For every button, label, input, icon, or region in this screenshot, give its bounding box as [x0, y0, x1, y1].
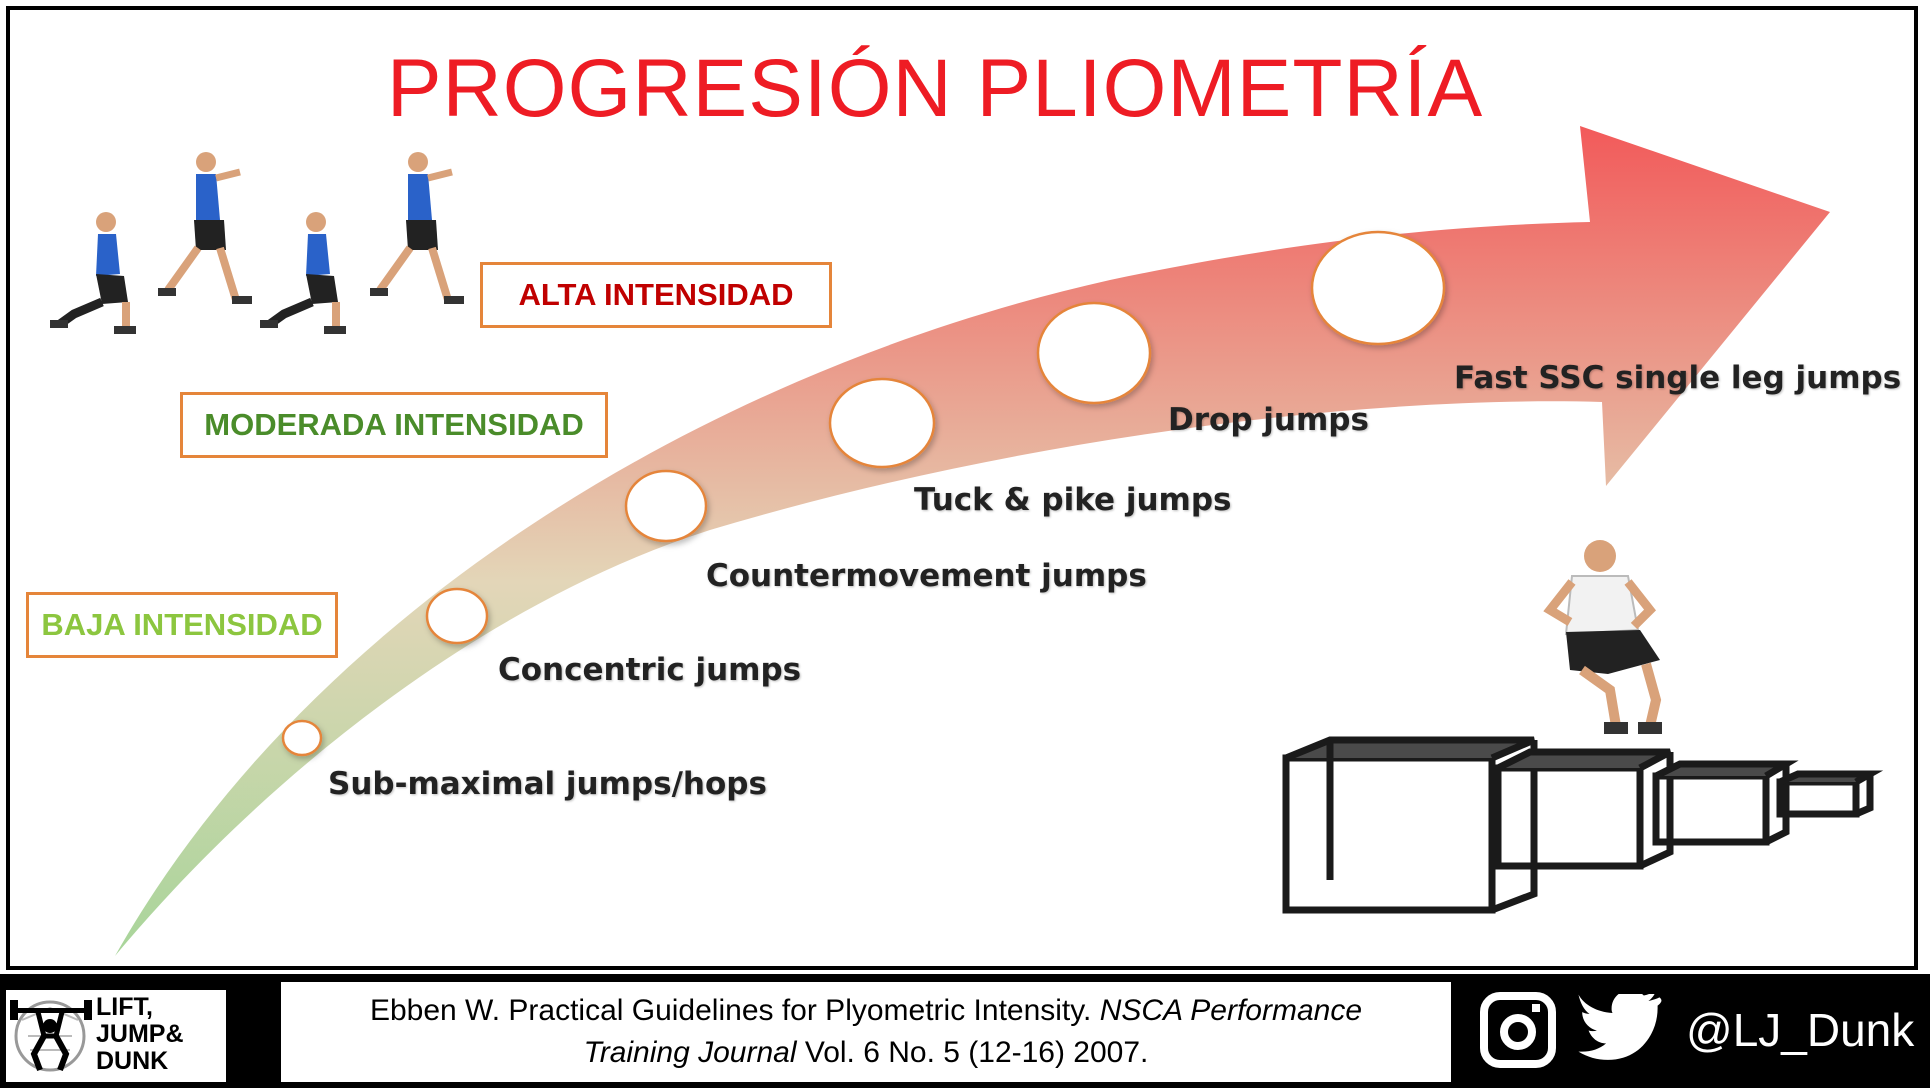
citation: Ebben W. Practical Guidelines for Plyome… [281, 982, 1451, 1082]
stage-circle-2 [425, 587, 489, 645]
moderate-intensity-label: MODERADA INTENSIDAD [204, 407, 584, 442]
stage-circle-4 [828, 377, 936, 469]
moderate-intensity-box: MODERADA INTENSIDAD [180, 392, 608, 458]
box-jump-illustration [1282, 736, 1884, 914]
social-links: @LJ_Dunk [1480, 990, 1914, 1070]
arrow-body [115, 126, 1830, 956]
page-title: PROGRESIÓN PLIOMETRÍA [386, 43, 1484, 134]
low-intensity-box: BAJA INTENSIDAD [26, 592, 338, 658]
logo-text: LIFT, JUMP& DUNK [96, 993, 184, 1075]
stage-circle-3 [624, 469, 708, 543]
diagram-frame: PROGRESIÓN PLIOMETRÍA ALTA INTENSIDAD MO… [6, 6, 1918, 970]
high-intensity-box: ALTA INTENSIDAD [480, 262, 832, 328]
stage-circle-5 [1036, 301, 1152, 405]
progression-arrow [50, 126, 1884, 956]
stage-label-3: Countermovement jumps [706, 558, 1147, 594]
stage-circle-6 [1310, 230, 1446, 346]
jumping-athlete-illustration [1543, 540, 1662, 734]
brand-logo: LIFT, JUMP& DUNK [6, 990, 226, 1082]
stage-label-4: Tuck & pike jumps [914, 482, 1232, 518]
weightlifter-icon [10, 1000, 92, 1072]
lunge-athletes-illustration [50, 152, 464, 334]
stage-label-6: Fast SSC single leg jumps [1454, 360, 1902, 396]
stage-label-1: Sub-maximal jumps/hops [328, 766, 767, 802]
high-intensity-label: ALTA INTENSIDAD [518, 277, 794, 312]
instagram-icon[interactable] [1480, 992, 1556, 1068]
low-intensity-label: BAJA INTENSIDAD [41, 607, 323, 642]
stage-label-2: Concentric jumps [498, 652, 802, 688]
stage-label-5: Drop jumps [1168, 402, 1369, 438]
stage-circle-1 [281, 719, 323, 757]
twitter-icon[interactable] [1578, 994, 1662, 1066]
social-handle[interactable]: @LJ_Dunk [1686, 1004, 1915, 1056]
